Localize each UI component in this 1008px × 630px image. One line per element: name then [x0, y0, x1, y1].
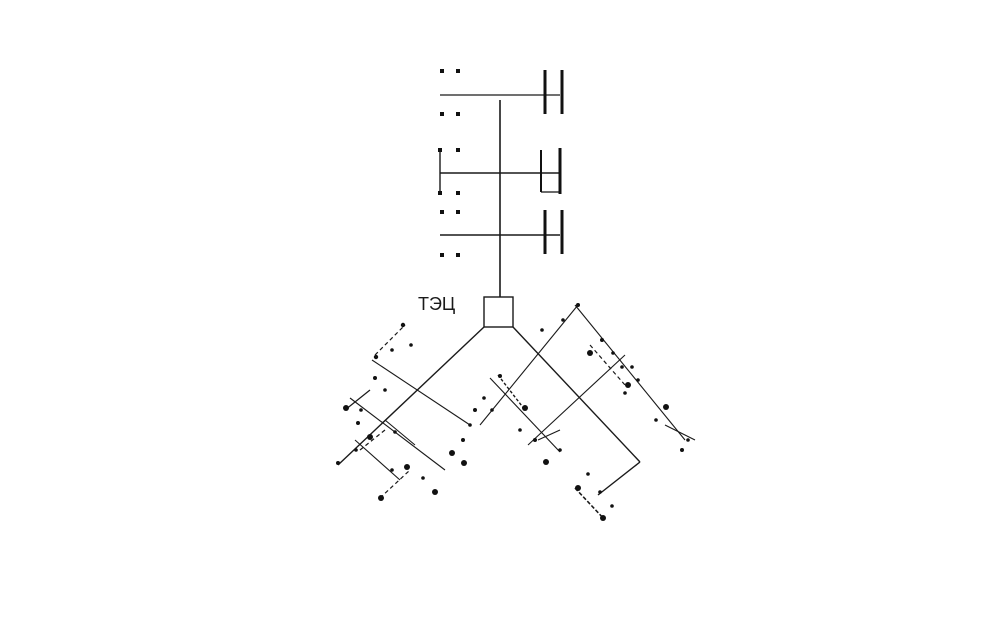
consumer-node [461, 460, 467, 466]
consumer-node [540, 328, 544, 332]
consumer-node [359, 408, 363, 412]
consumer-node [456, 69, 460, 73]
consumer-node [456, 148, 460, 152]
consumer-node [440, 112, 444, 116]
consumer-node [586, 472, 590, 476]
source-label: ТЭЦ [418, 294, 455, 314]
consumer-node [518, 428, 522, 432]
consumer-node [421, 476, 425, 480]
se-main-pipe [512, 326, 641, 463]
consumer-node [630, 365, 634, 369]
consumer-node [620, 365, 624, 369]
se-connector [589, 344, 626, 386]
consumer-node [440, 69, 444, 73]
consumer-node [432, 489, 438, 495]
sw-connector [384, 419, 416, 446]
se-return-pipe [597, 461, 641, 496]
consumer-node [343, 405, 349, 411]
source-station: ТЭЦ [418, 294, 514, 328]
consumer-node [654, 418, 658, 422]
consumer-node [378, 495, 384, 501]
consumer-node [498, 374, 502, 378]
se-cross-branch [479, 304, 579, 426]
consumer-node [561, 318, 565, 322]
consumer-node [404, 464, 410, 470]
consumer-node [438, 148, 442, 152]
north-branch-1 [440, 69, 564, 116]
consumer-node [468, 423, 472, 427]
sw-cross-branch [354, 439, 401, 481]
source-box [483, 296, 514, 328]
se-cross-branch [574, 304, 686, 441]
consumer-node [409, 343, 413, 347]
consumer-node [336, 461, 340, 465]
consumer-node [390, 468, 394, 472]
consumer-node [356, 421, 360, 425]
se-connector [664, 424, 696, 441]
consumer-node [680, 448, 684, 452]
consumer-node [482, 396, 486, 400]
consumer-node [600, 515, 606, 521]
consumer-node [576, 303, 580, 307]
consumer-node [636, 378, 640, 382]
se-connector [497, 374, 526, 411]
consumer-node [623, 391, 627, 395]
consumer-node [686, 438, 690, 442]
se-cross-branch [527, 354, 626, 446]
consumer-node [490, 408, 494, 412]
se-connector [574, 487, 606, 521]
consumer-node [367, 434, 373, 440]
consumer-node [461, 438, 465, 442]
consumer-node [663, 404, 669, 410]
consumer-node [610, 504, 614, 508]
sw-cross-branch [371, 359, 471, 426]
sw-cross-branch [349, 397, 446, 471]
consumer-node [587, 350, 593, 356]
consumer-node [373, 376, 377, 380]
consumer-node [438, 191, 442, 195]
consumer-node [400, 322, 406, 328]
southwest-nodes [336, 322, 477, 501]
southwest-trunk [337, 324, 485, 499]
consumer-node [456, 191, 460, 195]
consumer-node [449, 450, 455, 456]
consumer-node [354, 448, 358, 452]
consumer-node [373, 354, 379, 360]
sw-connector [374, 324, 406, 356]
consumer-node [575, 485, 581, 491]
consumer-node [456, 112, 460, 116]
southeast-nodes [482, 303, 690, 521]
consumer-node [456, 253, 460, 257]
sw-connector [344, 389, 371, 411]
se-cross-branch [489, 377, 561, 453]
consumer-node [393, 430, 397, 434]
consumer-node [440, 210, 444, 214]
consumer-node [611, 351, 615, 355]
sw-main-pipe [337, 326, 485, 466]
consumer-node [598, 490, 602, 494]
consumer-node [456, 210, 460, 214]
consumer-node [543, 459, 549, 465]
consumer-node [522, 405, 528, 411]
consumer-node [440, 253, 444, 257]
sw-connector [359, 429, 386, 451]
se-connector [537, 429, 561, 441]
consumer-node [533, 438, 537, 442]
consumer-node [383, 388, 387, 392]
consumer-node [473, 408, 477, 412]
southeast-trunk [479, 304, 696, 521]
consumer-node [600, 338, 604, 342]
north-branch-2 [438, 148, 562, 195]
consumer-node [625, 382, 631, 388]
north-branch-3 [440, 210, 564, 257]
consumer-node [390, 348, 394, 352]
sw-connector [379, 469, 411, 499]
consumer-node [558, 448, 562, 452]
